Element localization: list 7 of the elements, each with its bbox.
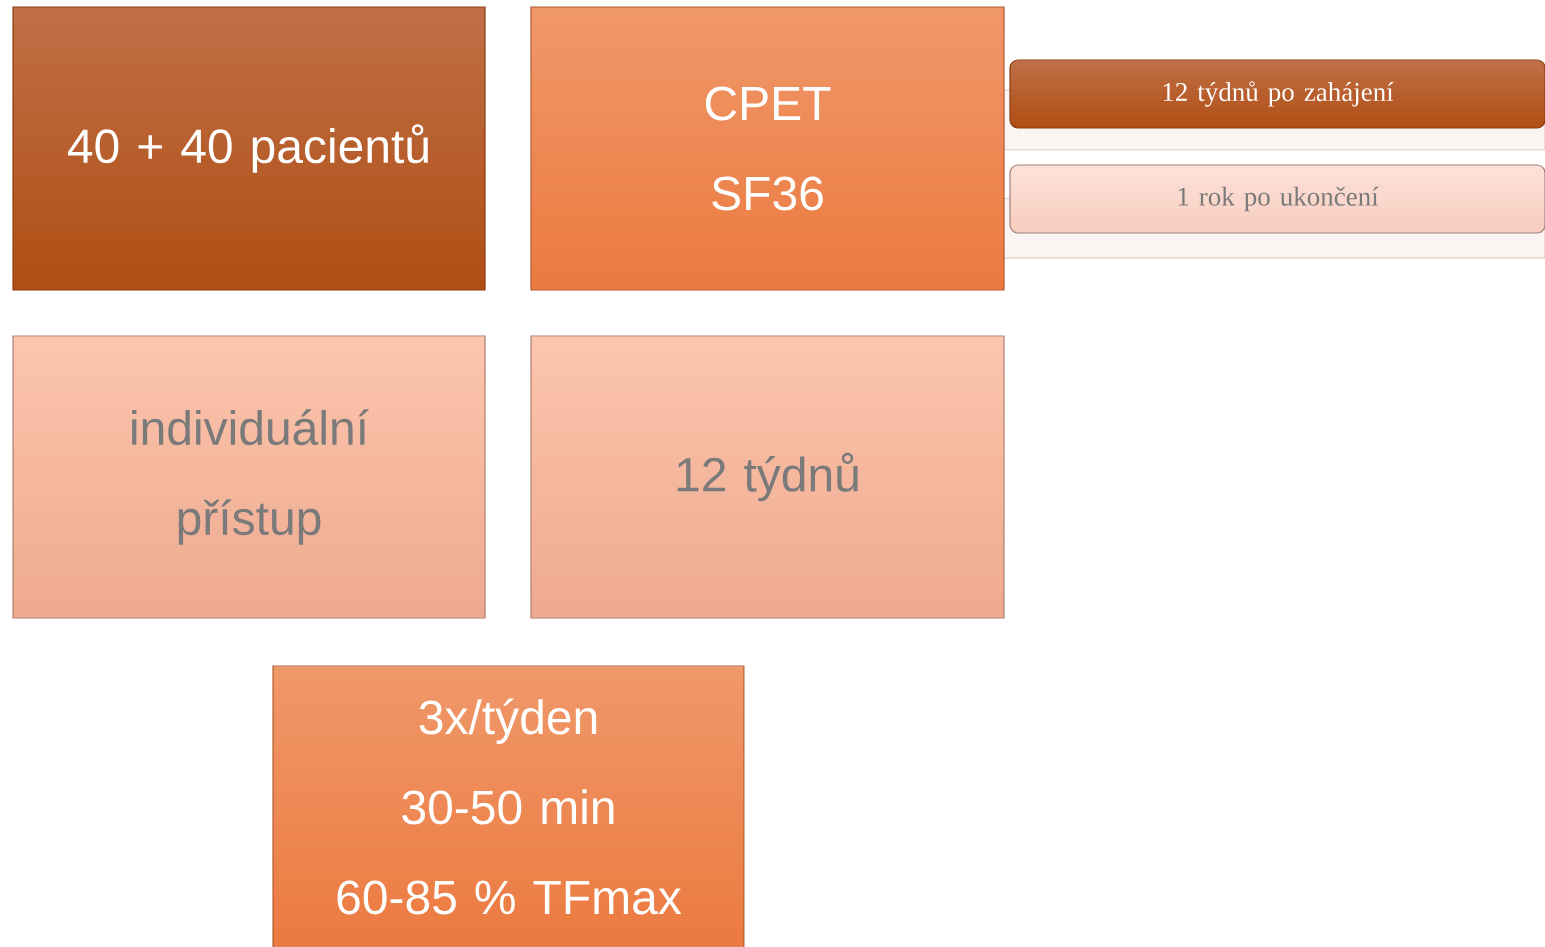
- box: 40 + 40 pacientů: [12, 6, 486, 291]
- box: individuální přístup: [12, 335, 486, 619]
- box: CPET SF36: [530, 6, 1005, 291]
- box: 1 rok po ukončení: [1009, 164, 1545, 234]
- box: 3x/týden 30-50 min 60-85 % TFmax: [272, 665, 745, 947]
- box: 12 týdnů po zahájení: [1009, 59, 1545, 129]
- box: 12 týdnů: [530, 335, 1005, 619]
